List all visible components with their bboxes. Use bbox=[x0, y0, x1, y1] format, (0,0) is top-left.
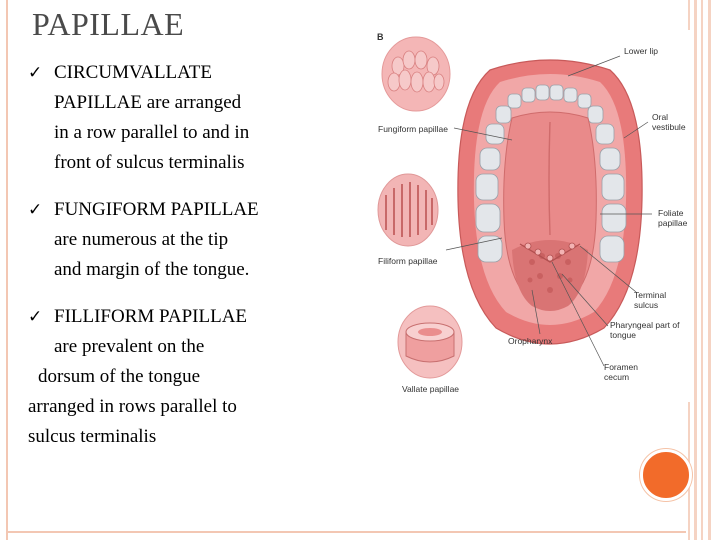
bullet-line: dorsum of the tongue bbox=[38, 366, 201, 387]
tongue-figure: B Lower lip Oral vestibule Fungiform pap… bbox=[372, 30, 690, 402]
label-filiform: Filiform papillae bbox=[378, 256, 438, 266]
slide-frame-right bbox=[686, 0, 716, 540]
leader-lines bbox=[445, 55, 652, 367]
label-fungiform: Fungiform papillae bbox=[378, 124, 448, 134]
label-foramen-cecum: Foramen cecum bbox=[604, 362, 639, 382]
bullet-line: are prevalent on the bbox=[54, 336, 205, 357]
check-icon: ✓ bbox=[28, 307, 43, 327]
bullet-line: and margin of the tongue. bbox=[54, 259, 250, 280]
label-lower-lip: Lower lip bbox=[624, 46, 659, 56]
mouth-image bbox=[457, 59, 643, 345]
bullet-line: front of sulcus terminalis bbox=[54, 152, 245, 173]
fungiform-inset-image bbox=[381, 36, 451, 112]
bullet-filiform: ✓ FILLIFORM PAPILLAE are prevalent on th… bbox=[28, 302, 358, 452]
bullet-line: PAPILLAE are arranged bbox=[54, 92, 242, 113]
slide-title: PAPILLAE bbox=[32, 6, 185, 42]
bullet-line: sulcus terminalis bbox=[28, 426, 157, 447]
filiform-inset-image bbox=[377, 173, 439, 247]
slide-frame-bottom bbox=[6, 531, 686, 533]
bullet-line: are numerous at the tip bbox=[54, 229, 229, 250]
bullet-circumvallate: ✓ CIRCUMVALLATE PAPILLAE are arranged in… bbox=[28, 58, 358, 178]
slide-frame-left bbox=[6, 0, 8, 540]
decorative-orange-circle bbox=[640, 449, 692, 501]
bullet-list: ✓ CIRCUMVALLATE PAPILLAE are arranged in… bbox=[28, 58, 358, 469]
bullet-fungiform: ✓ FUNGIFORM PAPILLAE are numerous at the… bbox=[28, 195, 358, 285]
bullet-line: FILLIFORM PAPILLAE bbox=[54, 306, 248, 327]
label-oropharynx: Oropharynx bbox=[508, 336, 553, 346]
vallate-inset-image bbox=[397, 305, 463, 379]
label-oral-vestibule: Oral vestibule bbox=[652, 112, 686, 132]
label-vallate: Vallate papillae bbox=[402, 384, 460, 394]
bullet-line: FUNGIFORM PAPILLAE bbox=[54, 199, 259, 220]
bullet-line: in a row parallel to and in bbox=[54, 122, 250, 143]
check-icon: ✓ bbox=[28, 63, 43, 83]
tongue-illustration bbox=[377, 36, 652, 379]
label-foliate: Foliate papillae bbox=[658, 208, 688, 228]
panel-letter: B bbox=[377, 32, 384, 42]
bullet-line: arranged in rows parallel to bbox=[28, 396, 237, 417]
label-terminal-sulcus: Terminal sulcus bbox=[634, 290, 667, 310]
check-icon: ✓ bbox=[28, 200, 43, 220]
bullet-line: CIRCUMVALLATE bbox=[54, 62, 212, 83]
label-pharyngeal-part: Pharyngeal part of tongue bbox=[610, 320, 680, 340]
